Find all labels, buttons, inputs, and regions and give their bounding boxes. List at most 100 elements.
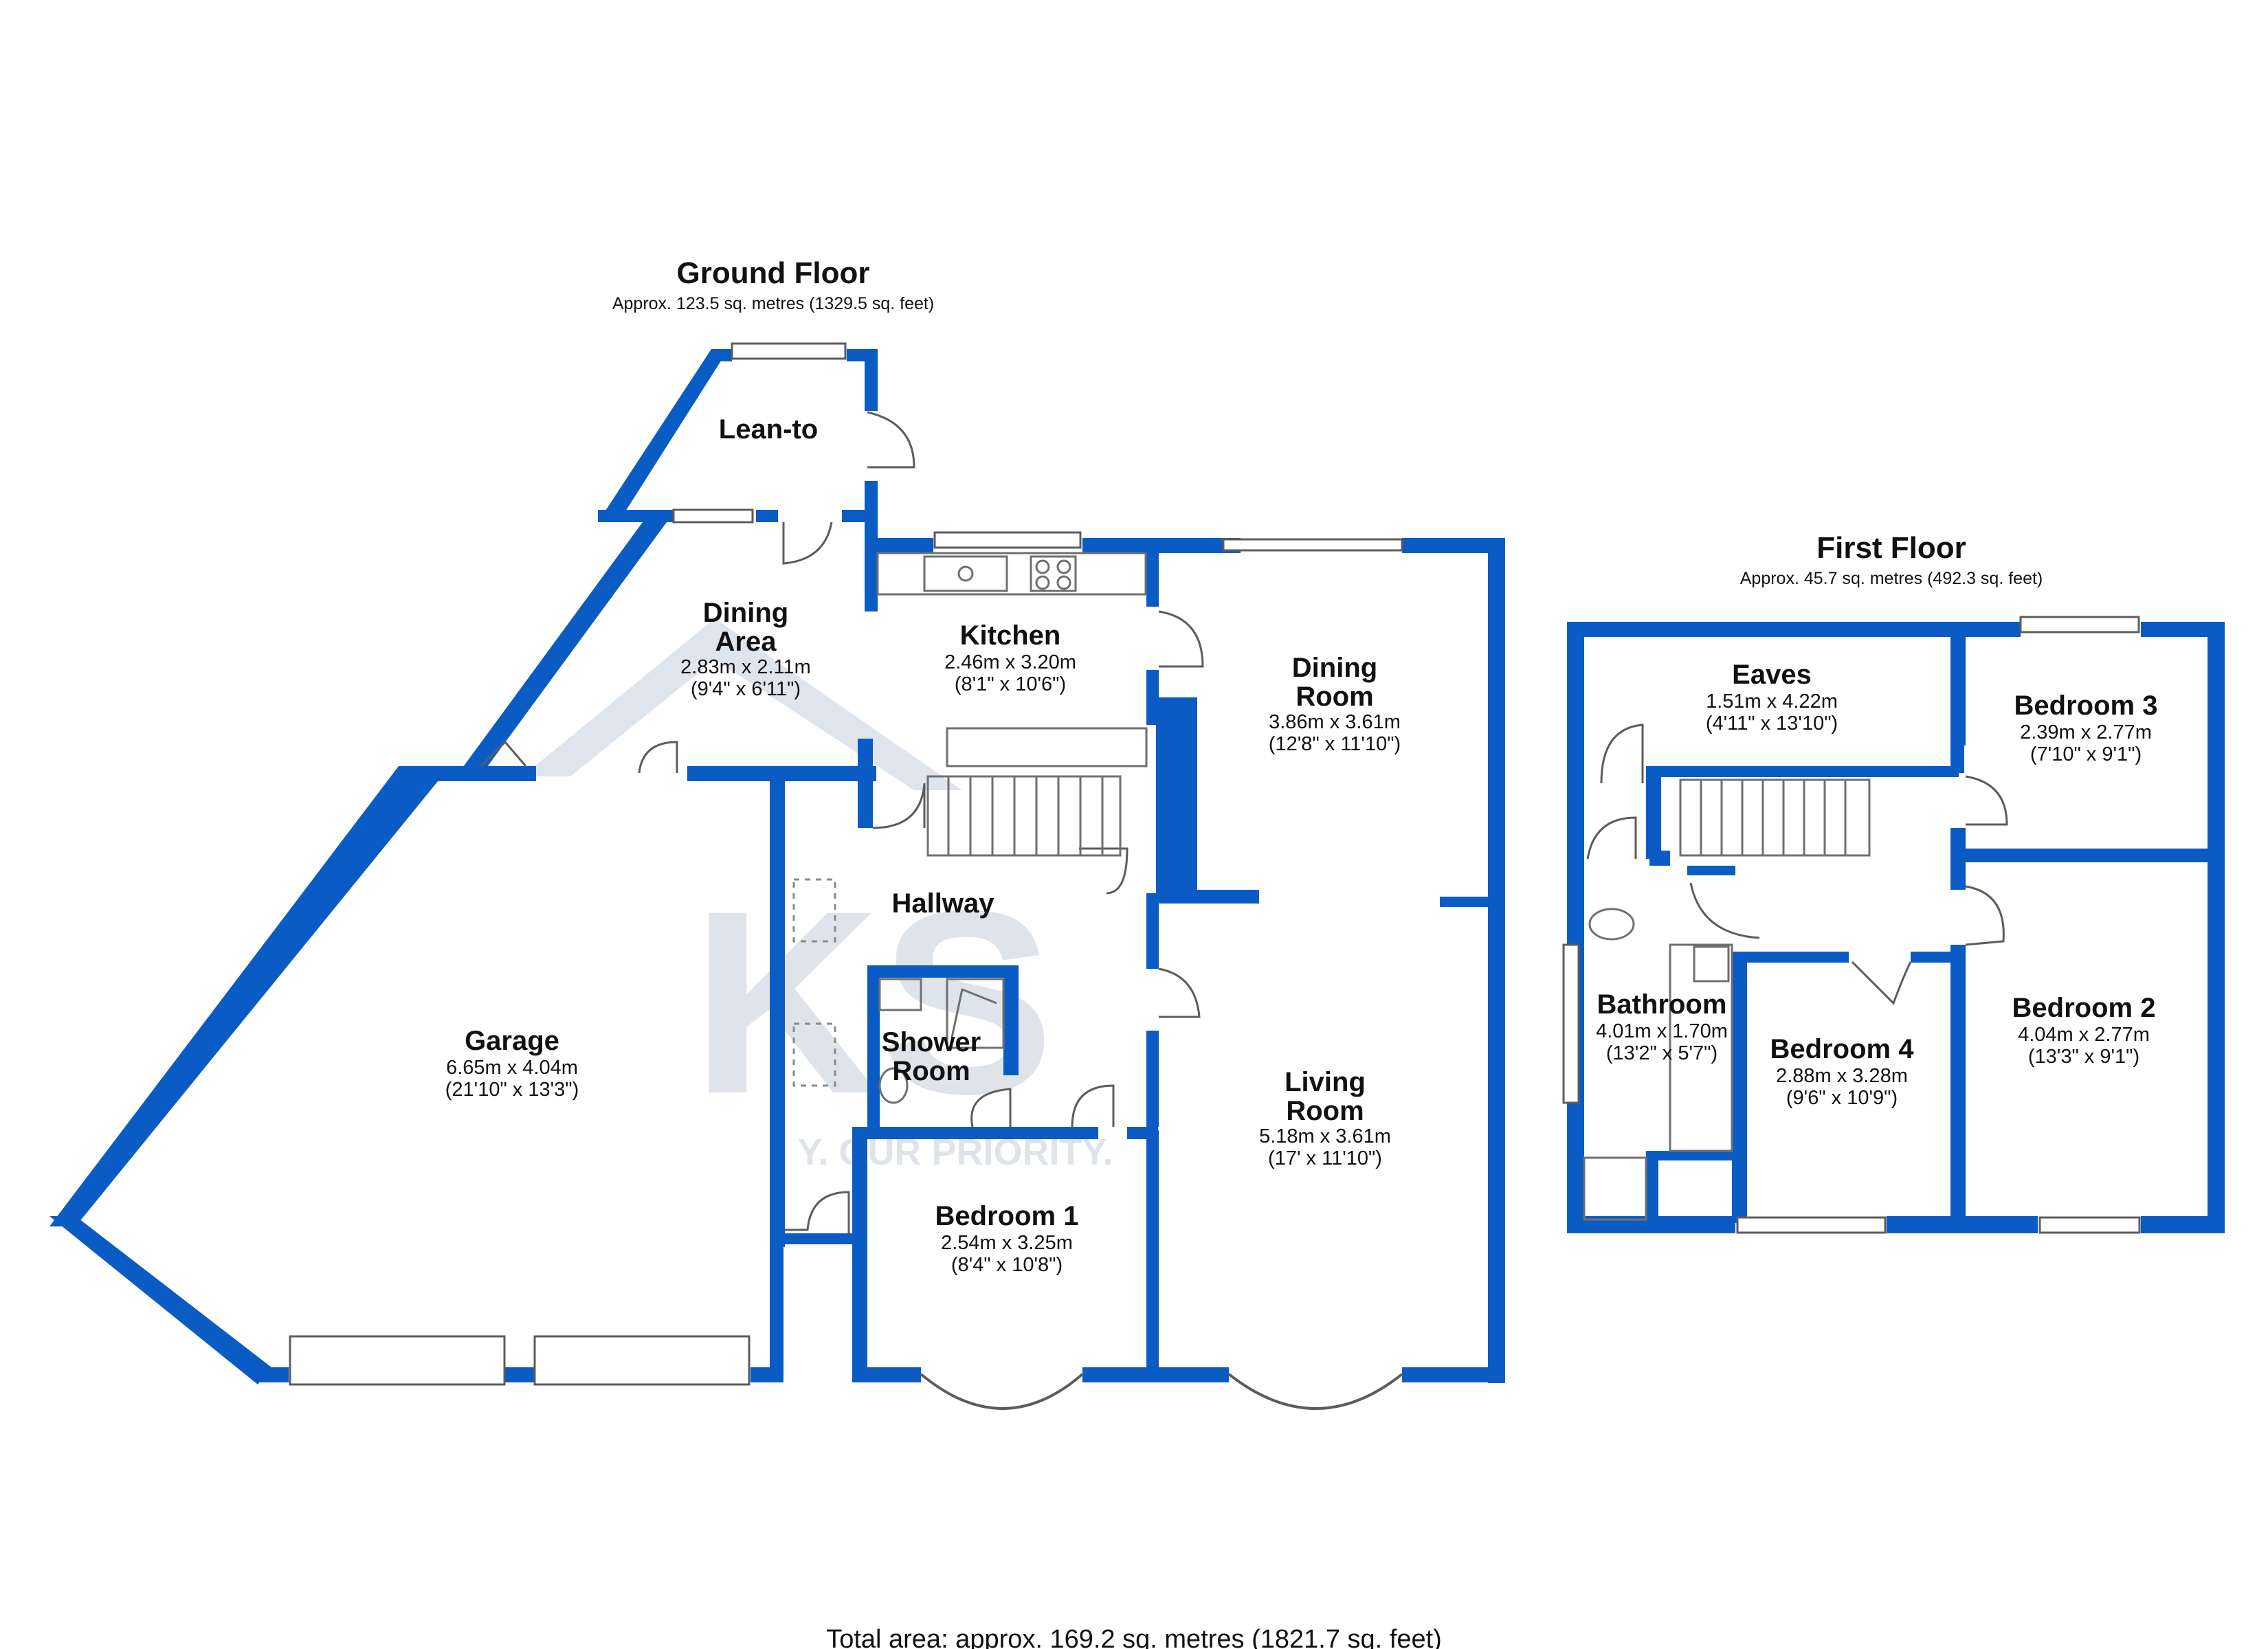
dining-top-wall-right [1402,538,1505,553]
bedroom1-bottom-wall-left [852,1367,921,1382]
bedroom1-bay-window [920,1373,1084,1410]
kitchen-imperial: (8'1" x 10'6") [955,673,1066,695]
ff-top-wall-right [2141,622,2223,637]
dining-area-corner-door [480,740,527,767]
bedroom1-metric: 2.54m x 3.25m [941,1232,1073,1254]
bedroom3-left-wall-upper [1950,622,1966,745]
ground-floor-area: Approx. 123.5 sq. metres (1329.5 sq. fee… [612,294,934,313]
total-area: Total area: approx. 169.2 sq. metres (18… [826,1625,1442,1649]
bathroom-bedroom4-wall [1732,952,1747,1223]
bedroom4-imperial: (9'6" x 10'9") [1786,1087,1898,1109]
first-floor-windows [1562,616,2141,1234]
first-floor-title: First Floor [1816,531,1966,565]
dining-room-imperial: (12'8" x 11'10") [1269,733,1401,755]
lean-to-inner-door [782,521,833,565]
shower-toilet-icon [878,1067,909,1104]
kitchen-window [933,531,1082,549]
bedroom2-imperial: (13'3" x 9'1") [2028,1046,2139,1068]
bedroom4-window [1736,1216,1887,1234]
shower-room-name-2: Room [892,1056,970,1086]
first-floor-stairs [1679,778,1871,857]
bedroom1-bottom-wall-right [1082,1367,1158,1382]
living-room-name-2: Room [1286,1096,1364,1126]
bathroom-fixtures [1583,908,1733,1221]
garage-imperial: (21'10" x 13'3") [445,1079,579,1101]
bedroom3-name: Bedroom 3 [2014,691,2158,721]
first-floor-walls [1567,622,2225,1233]
hall-right-wall-lower [1146,1031,1159,1127]
bathroom-toilet-icon [1588,908,1635,941]
bathroom-door [1586,816,1637,860]
landing-wall-right [1649,851,1670,866]
dining-top-wall-left [1146,538,1222,553]
dining-area-door [638,741,678,774]
garage-bottom-wall-mid [505,1367,534,1382]
door-swings [480,411,1204,1233]
bathroom-name: Bathroom [1597,989,1727,1020]
hall-right-wall-upper [1146,893,1159,969]
eaves-door [1600,723,1644,784]
shower-room-name-1: Shower [882,1027,981,1057]
bedroom1-top-wall-right [1127,1127,1158,1139]
living-bay-window [1227,1373,1403,1410]
kitchen-lower-left-wall [858,739,873,828]
shower-screen [950,987,997,1038]
kitchen-door [1158,610,1204,668]
living-room-name-1: Living [1285,1067,1366,1097]
first-floor-doors [1586,723,2008,1005]
living-bottom-wall-left [1146,1367,1229,1382]
dining-room-metric: 3.86m x 3.61m [1269,711,1401,733]
garage-door-left [289,1335,506,1386]
bedroom1-door [1071,1084,1115,1128]
ground-floor-stairs [926,775,1122,857]
bathroom-imperial: (13'2" x 5'7") [1606,1042,1717,1064]
shower-basin-icon [878,978,922,1011]
bedroom4-top-wall-left [1732,952,1849,963]
bedroom1-top-wall [858,1127,1098,1139]
room-labels: Lean-to Dining Area 2.83m x 2.11m (9'4" … [445,414,2158,1276]
bedroom2-door [1965,885,2005,946]
lean-to-diagonal-wall [598,349,729,522]
eaves-bottom-wall [1656,766,1959,777]
living-divider-stub [1440,897,1505,907]
bedroom3-door [1965,775,2008,826]
ff-right-wall [2208,622,2225,1233]
ff-top-wall-left [1567,622,2021,637]
chimney-breast [1156,697,1197,897]
garage-bottom-wall-left [258,1367,289,1382]
eaves-imperial: (4'11" x 13'10") [1706,713,1838,734]
lean-to-window [731,342,847,360]
bedroom1-imperial: (8'4" x 10'8") [951,1254,1063,1276]
eaves-metric: 1.51m x 4.22m [1706,691,1838,713]
landing-wall-left [1687,866,1735,875]
living-door [1158,967,1201,1018]
floor-titles: Ground Floor Approx. 123.5 sq. metres (1… [612,256,2043,1649]
bathroom-basin-icon [1693,945,1730,983]
hallway-left-wall [777,780,785,1247]
hallway-name: Hallway [892,888,995,919]
living-bottom-wall-right [1402,1367,1505,1382]
hallway-hatches [792,878,836,1087]
kitchen-sink-icon [923,555,1008,592]
kitchen-name: Kitchen [960,620,1061,651]
bathroom-bottom-step [1646,1151,1658,1223]
landing-stair-wall-left [1646,766,1661,859]
garage-top-wall-right [777,766,876,781]
garage-top-wall-left [399,766,536,781]
bedroom2-window [2038,1216,2141,1234]
lean-to-bottom-window [672,508,754,524]
kitchen-right-wall-mid [1146,670,1159,725]
shower-room-top-wall [867,965,1019,978]
dining-area-name-1: Dining [703,598,788,628]
bedroom3-bottom-wall [1950,849,2219,862]
kitchen-right-wall-upper [1146,538,1159,607]
kitchen-hob-icon [1030,555,1077,592]
watermark-logo: KS Y. OUR PRIORITY. [522,618,1113,1173]
bedroom2-name: Bedroom 2 [2012,993,2156,1023]
bay-windows [920,1373,1403,1410]
shower-room-door [970,1088,1012,1128]
dining-area-diagonal-wall [454,522,667,780]
ground-floor-title: Ground Floor [676,256,869,290]
bedroom3-metric: 2.39m x 2.77m [2020,721,2152,743]
living-room-imperial: (17' x 11'10") [1268,1147,1382,1169]
